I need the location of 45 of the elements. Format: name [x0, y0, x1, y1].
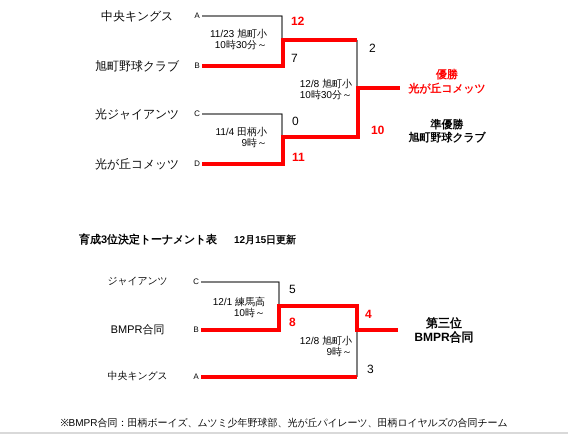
team-name: 旭町野球クラブ — [95, 58, 179, 74]
bracket-line — [201, 375, 357, 379]
bracket-line — [201, 304, 398, 332]
champion-title: 優勝 — [436, 68, 458, 82]
third-place-title: 第三位 — [426, 316, 462, 330]
team-name: 光が丘コメッツ — [95, 156, 179, 172]
score-number: 5 — [289, 282, 296, 296]
team-name: ジャイアンツ — [108, 275, 168, 289]
team-name: 中央キングス — [108, 370, 168, 384]
score-number: 12 — [291, 14, 304, 28]
score-number: 0 — [292, 114, 299, 128]
seed-letter: A — [193, 11, 201, 21]
seed-letter: D — [193, 159, 201, 169]
seed-letter: B — [193, 61, 201, 71]
footnote: ※BMPR合同：田柄ボーイズ、ムツミ少年野球部、光が丘パイレーツ、田柄ロイヤルズの合同チーム — [60, 417, 508, 430]
seed-letter: A — [192, 372, 200, 382]
update-date: 12月15日更新 — [234, 234, 296, 247]
bracket-line — [200, 282, 280, 306]
seed-letter: C — [193, 109, 201, 119]
score-number: 2 — [369, 41, 376, 55]
seed-letter: C — [192, 277, 200, 287]
team-name: 光ジャイアンツ — [95, 106, 179, 122]
score-number: 3 — [367, 362, 374, 376]
bracket-line — [202, 86, 400, 166]
match-info-text: 12/8 旭町小 10時30分～ — [298, 79, 352, 101]
section-heading: 育成3位決定トーナメント表 — [79, 233, 218, 247]
match-info-text: 12/1 練馬高 10時～ — [212, 297, 265, 319]
score-number: 8 — [289, 315, 296, 329]
third-place-team-name: BMPR合同 — [414, 330, 474, 344]
team-name: 中央キングス — [101, 8, 173, 24]
match-info-text: 11/23 旭町小 10時30分～ — [208, 29, 267, 51]
runner-up-title: 準優勝 — [430, 118, 464, 132]
bracket-line — [202, 16, 282, 40]
score-number: 7 — [291, 51, 298, 65]
score-number: 4 — [365, 307, 372, 321]
match-info-text: 11/4 田柄小 9時～ — [214, 127, 267, 149]
champion-team-name: 光が丘コメッツ — [408, 82, 486, 96]
bracket-line — [202, 114, 282, 138]
bracket-line — [202, 38, 357, 68]
runner-up-team-name: 旭町野球クラブ — [408, 131, 487, 145]
score-number: 11 — [292, 150, 305, 164]
seed-letter: B — [192, 325, 200, 335]
score-number: 10 — [371, 123, 384, 137]
match-info-text: 12/8 旭町小 9時～ — [298, 336, 352, 358]
team-name: BMPR合同 — [110, 323, 164, 338]
